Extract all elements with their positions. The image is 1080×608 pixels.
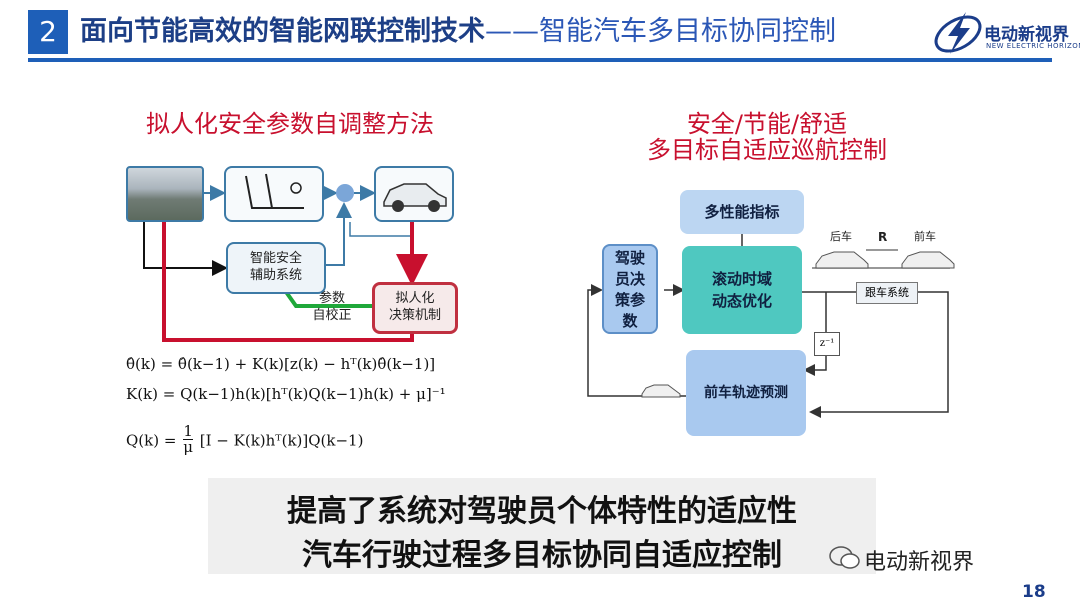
page-number: 18 bbox=[1022, 582, 1046, 602]
front-car-icon bbox=[901, 251, 955, 269]
equation-q-denominator: μ bbox=[183, 438, 193, 456]
right-diagram: 多性能指标 驾驶 员决 策参 数 滚动时域 动态优化 前车轨迹预测 后车 前车 … bbox=[586, 190, 955, 442]
right-section-title-line2: 多目标自适应巡航控制 bbox=[647, 136, 887, 164]
right-section-title-line1: 安全/节能/舒适 bbox=[686, 110, 848, 138]
equation-q-lhs: Q(k) = bbox=[126, 431, 177, 450]
logo-subtext: NEW ELECTRIC HORIZON bbox=[986, 42, 1080, 50]
equation-q-fraction: 1 μ bbox=[183, 424, 193, 455]
distance-label: R bbox=[878, 230, 888, 244]
front-car-prediction-box: 前车轨迹预测 bbox=[686, 350, 806, 436]
equation-q-numerator: 1 bbox=[183, 422, 193, 440]
summary-banner: 提高了系统对驾驶员个体特性的适应性 汽车行驶过程多目标协同自适应控制 bbox=[208, 478, 876, 574]
summary-line-1: 提高了系统对驾驶员个体特性的适应性 bbox=[287, 494, 797, 529]
car-icon bbox=[383, 183, 447, 212]
rear-car-icon bbox=[815, 251, 869, 269]
driver-decision-param-box: 驾驶 员决 策参 数 bbox=[602, 244, 658, 334]
equation-k: K(k) = Q(k−1)h(k)[hᵀ(k)Q(k−1)h(k) + μ]⁻¹ bbox=[126, 385, 446, 403]
watermark-text: 电动新视界 bbox=[864, 550, 975, 575]
assist-system-label: 智能安全 辅助系统 bbox=[249, 251, 302, 283]
rolling-optimization-box: 滚动时域 动态优化 bbox=[682, 246, 802, 334]
driver-seat-image bbox=[224, 166, 324, 222]
predicted-car-icon bbox=[641, 384, 681, 398]
equation-q: Q(k) = 1 μ [I − K(k)hᵀ(k)]Q(k−1) bbox=[126, 424, 364, 457]
performance-index-box: 多性能指标 bbox=[680, 190, 804, 234]
assist-system-box: 智能安全 辅助系统 bbox=[226, 242, 326, 294]
car-image bbox=[374, 166, 454, 222]
equation-q-rhs: [I − K(k)hᵀ(k)]Q(k−1) bbox=[199, 431, 364, 450]
front-car-label: 前车 bbox=[914, 230, 936, 243]
traffic-road-image bbox=[126, 166, 204, 222]
param-self-correction-label: 参数 自校正 bbox=[312, 291, 352, 323]
logo-text: 电动新视界 bbox=[984, 25, 1069, 45]
wechat-icon bbox=[829, 546, 860, 569]
left-section-title: 拟人化安全参数自调整方法 bbox=[146, 110, 434, 138]
rear-car-label: 后车 bbox=[830, 230, 852, 243]
decision-mechanism-label: 拟人化 决策机制 bbox=[388, 291, 441, 323]
equation-theta: θ̂(k) = θ̂(k−1) + K(k)[z(k) − hᵀ(k)θ̂(k−… bbox=[126, 355, 436, 373]
section-number: 2 bbox=[28, 10, 68, 54]
decision-mechanism-box: 拟人化 决策机制 bbox=[372, 282, 458, 334]
header-divider bbox=[28, 58, 1052, 62]
page-title: 面向节能高效的智能网联控制技术——智能汽车多目标协同控制 bbox=[80, 14, 836, 50]
page-title-sub: ——智能汽车多目标协同控制 bbox=[485, 16, 836, 47]
summing-node bbox=[336, 184, 354, 202]
logo-lightning-icon bbox=[934, 12, 982, 54]
driver-seat-icon bbox=[245, 173, 304, 209]
summary-line-2: 汽车行驶过程多目标协同自适应控制 bbox=[302, 538, 782, 573]
page-title-main: 面向节能高效的智能网联控制技术 bbox=[80, 16, 485, 47]
delay-block: z⁻¹ bbox=[814, 332, 840, 356]
follow-system-box: 跟车系统 bbox=[856, 282, 918, 304]
